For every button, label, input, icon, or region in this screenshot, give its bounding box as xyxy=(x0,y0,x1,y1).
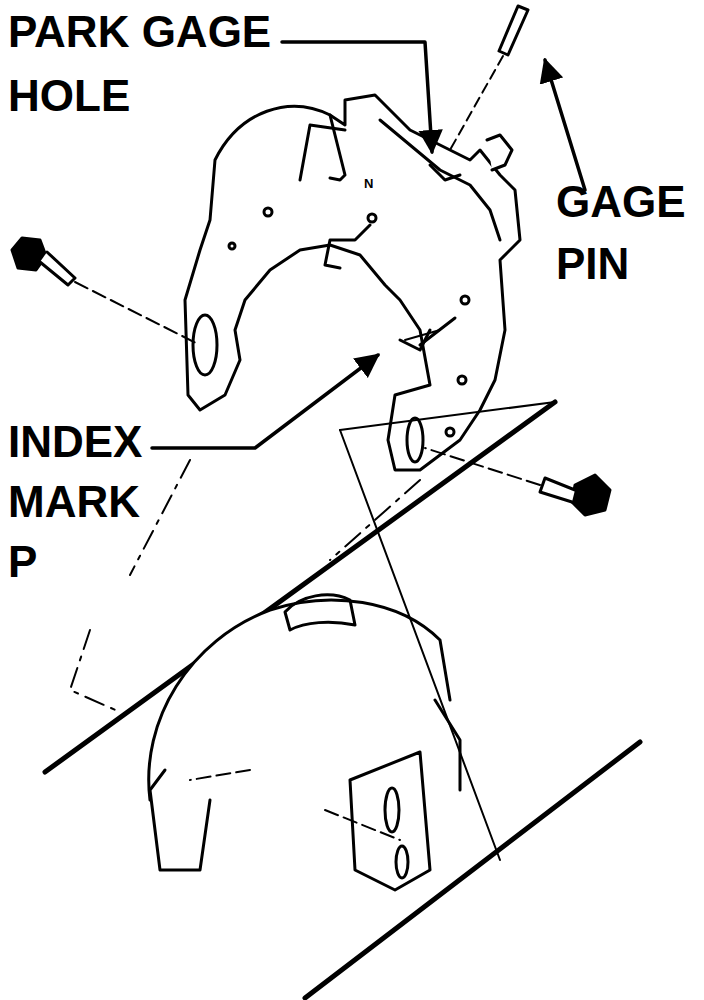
rivet xyxy=(264,208,272,216)
screw xyxy=(425,448,610,515)
rivet xyxy=(458,376,466,384)
bracket-tab xyxy=(350,752,430,890)
leader-line xyxy=(545,60,585,190)
detent xyxy=(325,225,370,268)
phantom-line xyxy=(405,330,440,340)
rivet xyxy=(229,243,235,249)
phantom-line xyxy=(340,402,555,430)
switch-rib xyxy=(300,125,345,180)
part-label: PARK GAGE HOLE xyxy=(8,0,298,128)
position-mark: N xyxy=(364,176,384,191)
switch-rib xyxy=(330,115,345,180)
phantom-line xyxy=(190,770,250,780)
bracket-tab xyxy=(150,770,210,870)
phantom-line xyxy=(70,630,120,712)
leader-line xyxy=(282,42,432,152)
column-line xyxy=(305,742,640,998)
part-label: INDEX MARK P xyxy=(8,412,158,592)
rivet xyxy=(368,214,376,222)
pin-center-line xyxy=(450,56,503,150)
bracket-detail xyxy=(285,595,355,630)
slot xyxy=(407,418,423,462)
connector-tab xyxy=(487,135,512,170)
phantom-line xyxy=(340,430,500,860)
part-label: GAGE PIN xyxy=(556,171,696,295)
slot xyxy=(193,315,217,375)
gage-pin xyxy=(499,6,528,55)
slot xyxy=(385,788,399,832)
phantom-line xyxy=(325,810,400,840)
rivet xyxy=(446,428,454,436)
gage-hole-rim xyxy=(430,165,460,180)
phantom-line xyxy=(330,480,420,560)
bolt xyxy=(12,238,200,345)
slot xyxy=(396,846,408,878)
rivet xyxy=(461,296,469,304)
leader-line xyxy=(152,355,378,448)
switch-edge xyxy=(380,120,500,240)
